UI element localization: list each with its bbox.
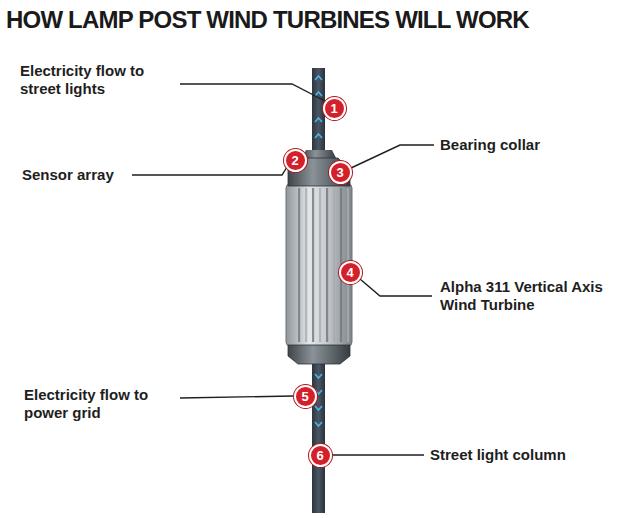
- bottom-collar: [288, 345, 350, 364]
- callout-label-wrap: Street light column: [430, 446, 566, 464]
- flow-chevron-up: [315, 134, 322, 138]
- callout-label-wrap: Electricity flow to street lights: [20, 62, 180, 98]
- callout-label-wrap: Sensor array: [22, 166, 114, 184]
- callout-circle: 1: [323, 97, 346, 120]
- flow-chevron-down: [315, 406, 322, 410]
- callout-label: Sensor array: [22, 166, 114, 184]
- leader-line: [360, 279, 432, 296]
- callout-number: 4: [346, 266, 353, 279]
- callout-number: 6: [316, 449, 323, 462]
- leader-line: [180, 84, 325, 101]
- flow-chevron-up: [315, 76, 322, 80]
- blade-slat: [333, 188, 335, 342]
- blade-slat: [319, 188, 321, 342]
- title-wrap: HOW LAMP POST WIND TURBINES WILL WORK: [6, 6, 529, 34]
- flow-chevron-up: [315, 92, 322, 96]
- leader-line: [180, 396, 293, 398]
- callout-circle: 3: [329, 161, 352, 184]
- callout-number: 1: [330, 102, 337, 115]
- flow-chevron-down: [315, 422, 322, 426]
- callout-number: 2: [291, 154, 298, 167]
- callout-circle: 6: [309, 444, 332, 467]
- callout-label: Electricity flow to power grid: [24, 386, 184, 422]
- callout-label-wrap: Electricity flow to power grid: [24, 386, 184, 422]
- leader-lines: [132, 84, 434, 455]
- flow-chevron-down: [315, 374, 322, 378]
- callout-label: Alpha 311 Vertical Axis Wind Turbine: [440, 278, 610, 314]
- flow-chevron-up: [315, 118, 322, 122]
- callout-label: Electricity flow to street lights: [20, 62, 180, 98]
- blade-slat: [305, 188, 307, 342]
- blade-slat: [312, 188, 314, 342]
- callout-number: 5: [301, 390, 308, 403]
- blade-slat: [298, 188, 300, 342]
- diagram-title: HOW LAMP POST WIND TURBINES WILL WORK: [6, 6, 529, 34]
- callout-number: 3: [336, 166, 343, 179]
- callout-circle: 5: [294, 385, 317, 408]
- callout-label: Street light column: [430, 446, 566, 464]
- blade-slat: [326, 188, 328, 342]
- callout-circle: 2: [284, 149, 307, 172]
- blade-slat: [291, 188, 293, 342]
- sensor-cap: [302, 150, 336, 158]
- callout-label: Bearing collar: [440, 136, 540, 154]
- callout-circle: 4: [339, 261, 362, 284]
- leader-line: [132, 167, 287, 175]
- leader-line: [351, 145, 434, 168]
- leader-line: [332, 454, 424, 455]
- callout-label-wrap: Bearing collar: [440, 136, 540, 154]
- callout-label-wrap: Alpha 311 Vertical Axis Wind Turbine: [440, 278, 610, 314]
